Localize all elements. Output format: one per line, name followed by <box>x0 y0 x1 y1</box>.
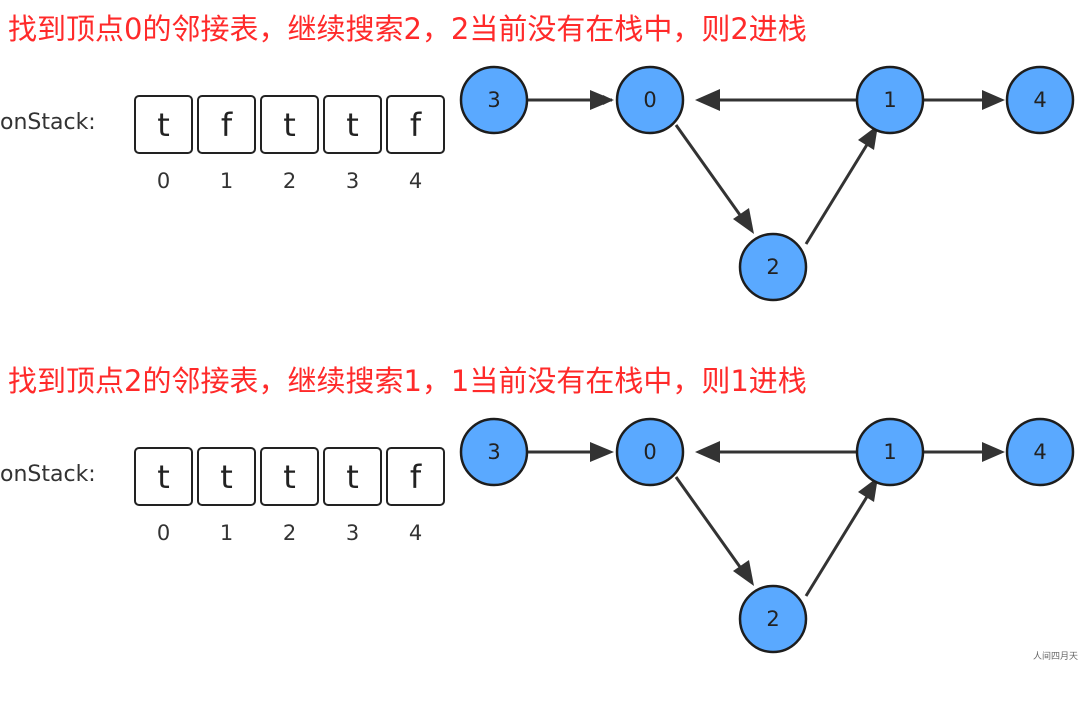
edge-1-to-0-arrowhead <box>695 89 720 111</box>
node-2-label: 2 <box>766 255 779 279</box>
step-title: 找到顶点0的邻接表，继续搜索2，2当前没有在栈中，则2进栈 <box>8 12 807 46</box>
edge-0-to-2 <box>674 124 742 216</box>
onstack-cell-1: t <box>197 447 256 506</box>
step-title: 找到顶点2的邻接表，继续搜索1，1当前没有在栈中，则1进栈 <box>8 364 807 398</box>
node-1-label: 1 <box>883 440 896 464</box>
node-1-label: 1 <box>883 88 896 112</box>
edge-2-to-1 <box>804 142 870 245</box>
node-0-label: 0 <box>643 88 656 112</box>
step-panel-1: 找到顶点0的邻接表，继续搜索2，2当前没有在栈中，则2进栈 onStack: t… <box>0 0 1090 350</box>
step-panel-2: 找到顶点2的邻接表，继续搜索1，1当前没有在栈中，则1进栈 onStack: t… <box>0 352 1090 702</box>
onstack-cell-4: f <box>386 95 445 154</box>
edge-0-to-2 <box>674 476 742 568</box>
edge-0-to-2-arrowhead <box>733 208 754 234</box>
edge-1-to-0-arrowhead <box>695 441 720 463</box>
onstack-index-3: 3 <box>345 169 360 193</box>
edge-3-to-0-arrowhead <box>590 90 614 110</box>
onstack-label: onStack: <box>0 462 96 487</box>
onstack-cell-3: t <box>323 447 382 506</box>
edge-1-to-4-arrowhead <box>982 90 1005 110</box>
onstack-index-0: 0 <box>156 521 171 545</box>
node-3-label: 3 <box>487 440 500 464</box>
graph: 3 0 1 4 2 <box>459 417 1075 654</box>
watermark: 人间四月天 <box>1032 652 1078 662</box>
onstack-cell-2: t <box>260 95 319 154</box>
node-1: 1 <box>855 65 925 135</box>
node-0: 0 <box>615 417 685 487</box>
onstack-index-2: 2 <box>282 169 297 193</box>
node-2-label: 2 <box>766 607 779 631</box>
onstack-index-0: 0 <box>156 169 171 193</box>
edge-2-to-1 <box>804 494 870 597</box>
edge-1-to-4-arrowhead <box>982 442 1005 462</box>
onstack-cell-2: t <box>260 447 319 506</box>
onstack-cell-0: t <box>134 95 193 154</box>
node-2: 2 <box>738 584 808 654</box>
node-3-label: 3 <box>487 88 500 112</box>
onstack-index-1: 1 <box>219 521 234 545</box>
node-4-label: 4 <box>1033 88 1046 112</box>
onstack-index-2: 2 <box>282 521 297 545</box>
node-3: 3 <box>459 417 529 487</box>
node-1: 1 <box>855 417 925 487</box>
onstack-index-1: 1 <box>219 169 234 193</box>
onstack-label: onStack: <box>0 110 96 135</box>
edge-3-to-0-arrowhead <box>590 442 614 462</box>
edge-0-to-2-arrowhead <box>733 560 754 586</box>
onstack-index-4: 4 <box>408 169 423 193</box>
node-4: 4 <box>1005 65 1075 135</box>
onstack-cell-0: t <box>134 447 193 506</box>
node-0: 0 <box>615 65 685 135</box>
onstack-cell-3: t <box>323 95 382 154</box>
onstack-index-4: 4 <box>408 521 423 545</box>
node-3: 3 <box>459 65 529 135</box>
node-4: 4 <box>1005 417 1075 487</box>
node-2: 2 <box>738 232 808 302</box>
node-0-label: 0 <box>643 440 656 464</box>
node-4-label: 4 <box>1033 440 1046 464</box>
edge-2-to-1-arrowhead <box>858 125 878 150</box>
graph: 3 0 1 4 2 <box>459 65 1075 302</box>
onstack-cell-4: f <box>386 447 445 506</box>
edge-2-to-1-arrowhead <box>858 477 878 502</box>
onstack-index-3: 3 <box>345 521 360 545</box>
onstack-cell-1: f <box>197 95 256 154</box>
